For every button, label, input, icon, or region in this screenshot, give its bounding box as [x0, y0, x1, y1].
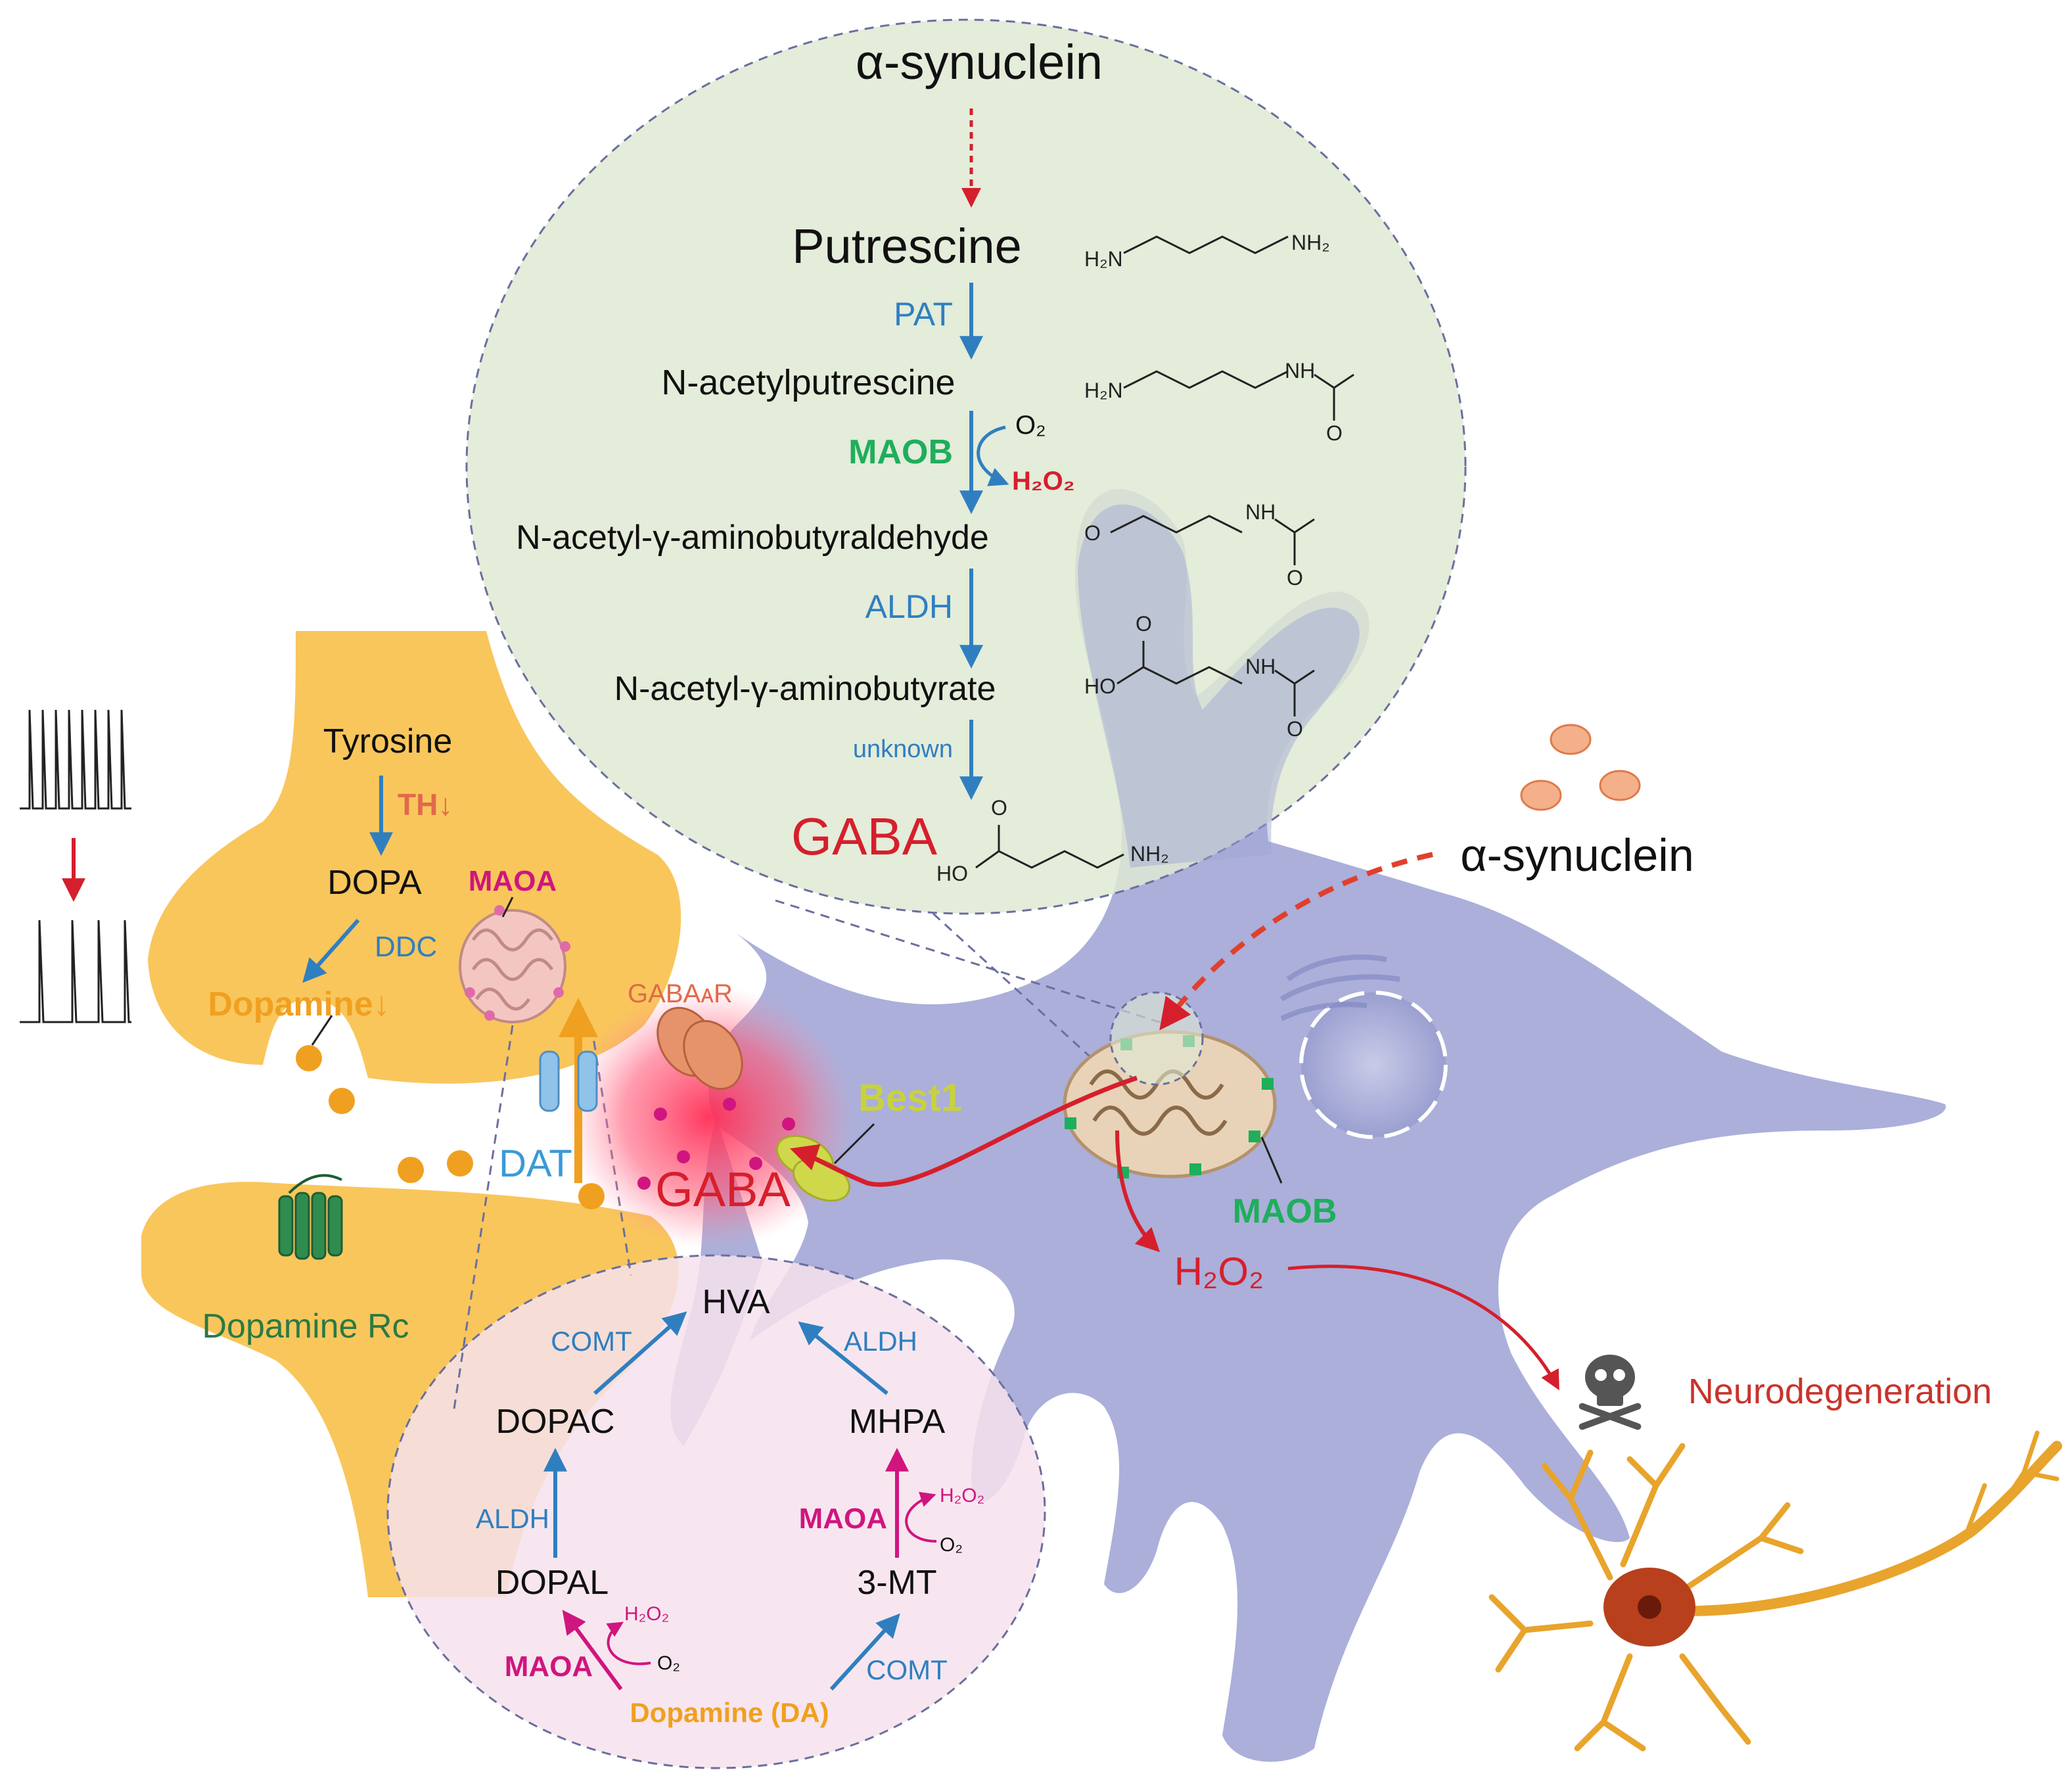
neurodegeneration-label: Neurodegeneration [1688, 1372, 1992, 1411]
postsynaptic-terminal [141, 1182, 679, 1597]
nag-nh: NH [1245, 655, 1276, 678]
maob-pointer [1260, 1136, 1283, 1184]
endoplasmic-reticulum [1279, 954, 1400, 1021]
h2o2-production-arrow [1115, 1130, 1161, 1253]
top-alpha-synuclein-label: α-synuclein [856, 35, 1103, 89]
gaba-release-arrow [790, 1075, 1138, 1187]
o2-right-label: O₂ [940, 1534, 963, 1556]
astrocyte-maob-label: MAOB [1233, 1192, 1337, 1230]
firing-trace-control [20, 709, 131, 810]
dopamine-receptor [278, 1174, 343, 1260]
aldh-left-label: ALDH [476, 1503, 549, 1534]
top-pathway-circle [465, 18, 1467, 915]
skull-icon [1578, 1355, 1642, 1430]
putrescine-nh2: NH₂ [1291, 231, 1330, 254]
n-acetylputrescine-label: N-acetylputrescine [661, 363, 955, 402]
astrocyte-nucleus [1299, 991, 1448, 1139]
dopamine-rc-label: Dopamine Rc [202, 1307, 409, 1345]
pat-enzyme-label: PAT [894, 296, 953, 333]
nag-ho: HO [1084, 674, 1116, 698]
comt-to-3mt-arrow [829, 1613, 900, 1691]
n-acetyl-gaba-label: N-acetyl-γ-aminobutyrate [614, 670, 996, 708]
mhpa-label: MHPA [849, 1403, 946, 1441]
maob-o2-curve [977, 425, 1009, 486]
maoa-left-label: MAOA [505, 1650, 593, 1683]
gaba-ho: HO [936, 862, 968, 885]
ddc-label: DDC [375, 931, 437, 963]
tyrosine-label: Tyrosine [323, 722, 453, 760]
dopa-label: DOPA [327, 864, 422, 902]
aldehyde-o-bottom: O [1287, 566, 1303, 590]
maoa-right-label: MAOA [799, 1503, 887, 1535]
alpha-synuclein-aggregates [1520, 724, 1641, 811]
nap-nh: NH [1285, 359, 1315, 383]
maoa-left-o2-curve [606, 1622, 651, 1666]
aldh-right-label: ALDH [844, 1326, 917, 1357]
nap-o: O [1326, 421, 1343, 445]
degenerating-neuron-icon [1488, 1430, 2062, 1752]
astrocyte-h2o2-label: H₂O₂ [1174, 1249, 1264, 1294]
alpha-synuclein-uptake-zone [1109, 991, 1204, 1086]
dopamine-down-label: Dopamine↓ [208, 985, 390, 1023]
putrescine-h2n: H₂N [1084, 247, 1123, 271]
three-mt-label: 3-MT [857, 1564, 936, 1602]
h2o2-left-label: H₂O₂ [624, 1603, 669, 1625]
degenerating-neuron-nucleus [1638, 1595, 1661, 1619]
putrescine-structure [1123, 235, 1289, 254]
maoa-pointer [501, 897, 514, 918]
putrescine-label: Putrescine [792, 219, 1022, 273]
aldehyde-nh: NH [1245, 500, 1276, 524]
comt-top-label: COMT [551, 1326, 632, 1357]
gabaar-label: GABAᴀR [628, 979, 733, 1008]
comt-bottom-label: COMT [866, 1654, 948, 1685]
dopac-label: DOPAC [495, 1403, 614, 1441]
top-gaba-label: GABA [791, 807, 938, 866]
hva-label: HVA [702, 1283, 770, 1321]
h2o2-right-label: H₂O₂ [940, 1485, 984, 1506]
nap-h2n: H₂N [1084, 379, 1123, 402]
comt-to-hva-arrow [593, 1311, 687, 1395]
astrocyte-alpha-synuclein-label: α-synuclein [1460, 829, 1694, 881]
maoa-terminal-label: MAOA [469, 865, 557, 897]
dopamine-da-label: Dopamine (DA) [630, 1697, 829, 1728]
aldh-enzyme-label: ALDH [865, 588, 953, 625]
gaba-nh2: NH₂ [1130, 842, 1169, 866]
dat-label: DAT [499, 1142, 572, 1185]
top-h2o2-label: H₂O₂ [1012, 467, 1075, 496]
neurodegeneration-arrow [1287, 1265, 1559, 1391]
o2-left-label: O₂ [657, 1652, 680, 1674]
gabaar-receptor [656, 1006, 743, 1090]
dat-transporter [539, 1050, 598, 1112]
n-acetylputrescine-structure [1123, 370, 1354, 421]
dopal-label: DOPAL [495, 1564, 609, 1602]
best1-pointer [833, 1123, 875, 1165]
aldh-to-hva-arrow [798, 1321, 888, 1395]
unknown-enzyme-label: unknown [853, 735, 953, 763]
n-acetyl-gaba-structure [1117, 641, 1315, 716]
dopamine-pointer [311, 1015, 333, 1046]
aldehyde-structure [1110, 515, 1315, 565]
dopamine-molecules [296, 1045, 605, 1209]
ddc-arrow [302, 919, 360, 983]
maoa-to-dopal-arrow [562, 1610, 623, 1691]
aldehyde-o: O [1084, 521, 1101, 545]
firing-trace-reduced [20, 920, 131, 1023]
bottom-pathway-circle [386, 1254, 1046, 1769]
gaba-o: O [991, 796, 1007, 820]
best1-label: Best1 [858, 1077, 962, 1119]
alpha-synuclein-entry-arrow [1159, 852, 1433, 1031]
presynaptic-mitochondrion [459, 905, 570, 1023]
gaba-structure [975, 825, 1124, 869]
nag-o-top: O [1136, 612, 1152, 636]
gaba-released-label: GABA [655, 1162, 791, 1217]
top-o2-label: O₂ [1015, 411, 1046, 440]
n-acetyl-gaba-aldehyde-label: N-acetyl-γ-aminobutyraldehyde [516, 519, 989, 557]
nag-o-bottom: O [1287, 717, 1303, 741]
th-label: TH↓ [398, 787, 453, 822]
maoa-right-o2-curve [905, 1491, 937, 1543]
maob-enzyme-label: MAOB [848, 433, 953, 471]
astrocyte-process [1078, 504, 1360, 868]
